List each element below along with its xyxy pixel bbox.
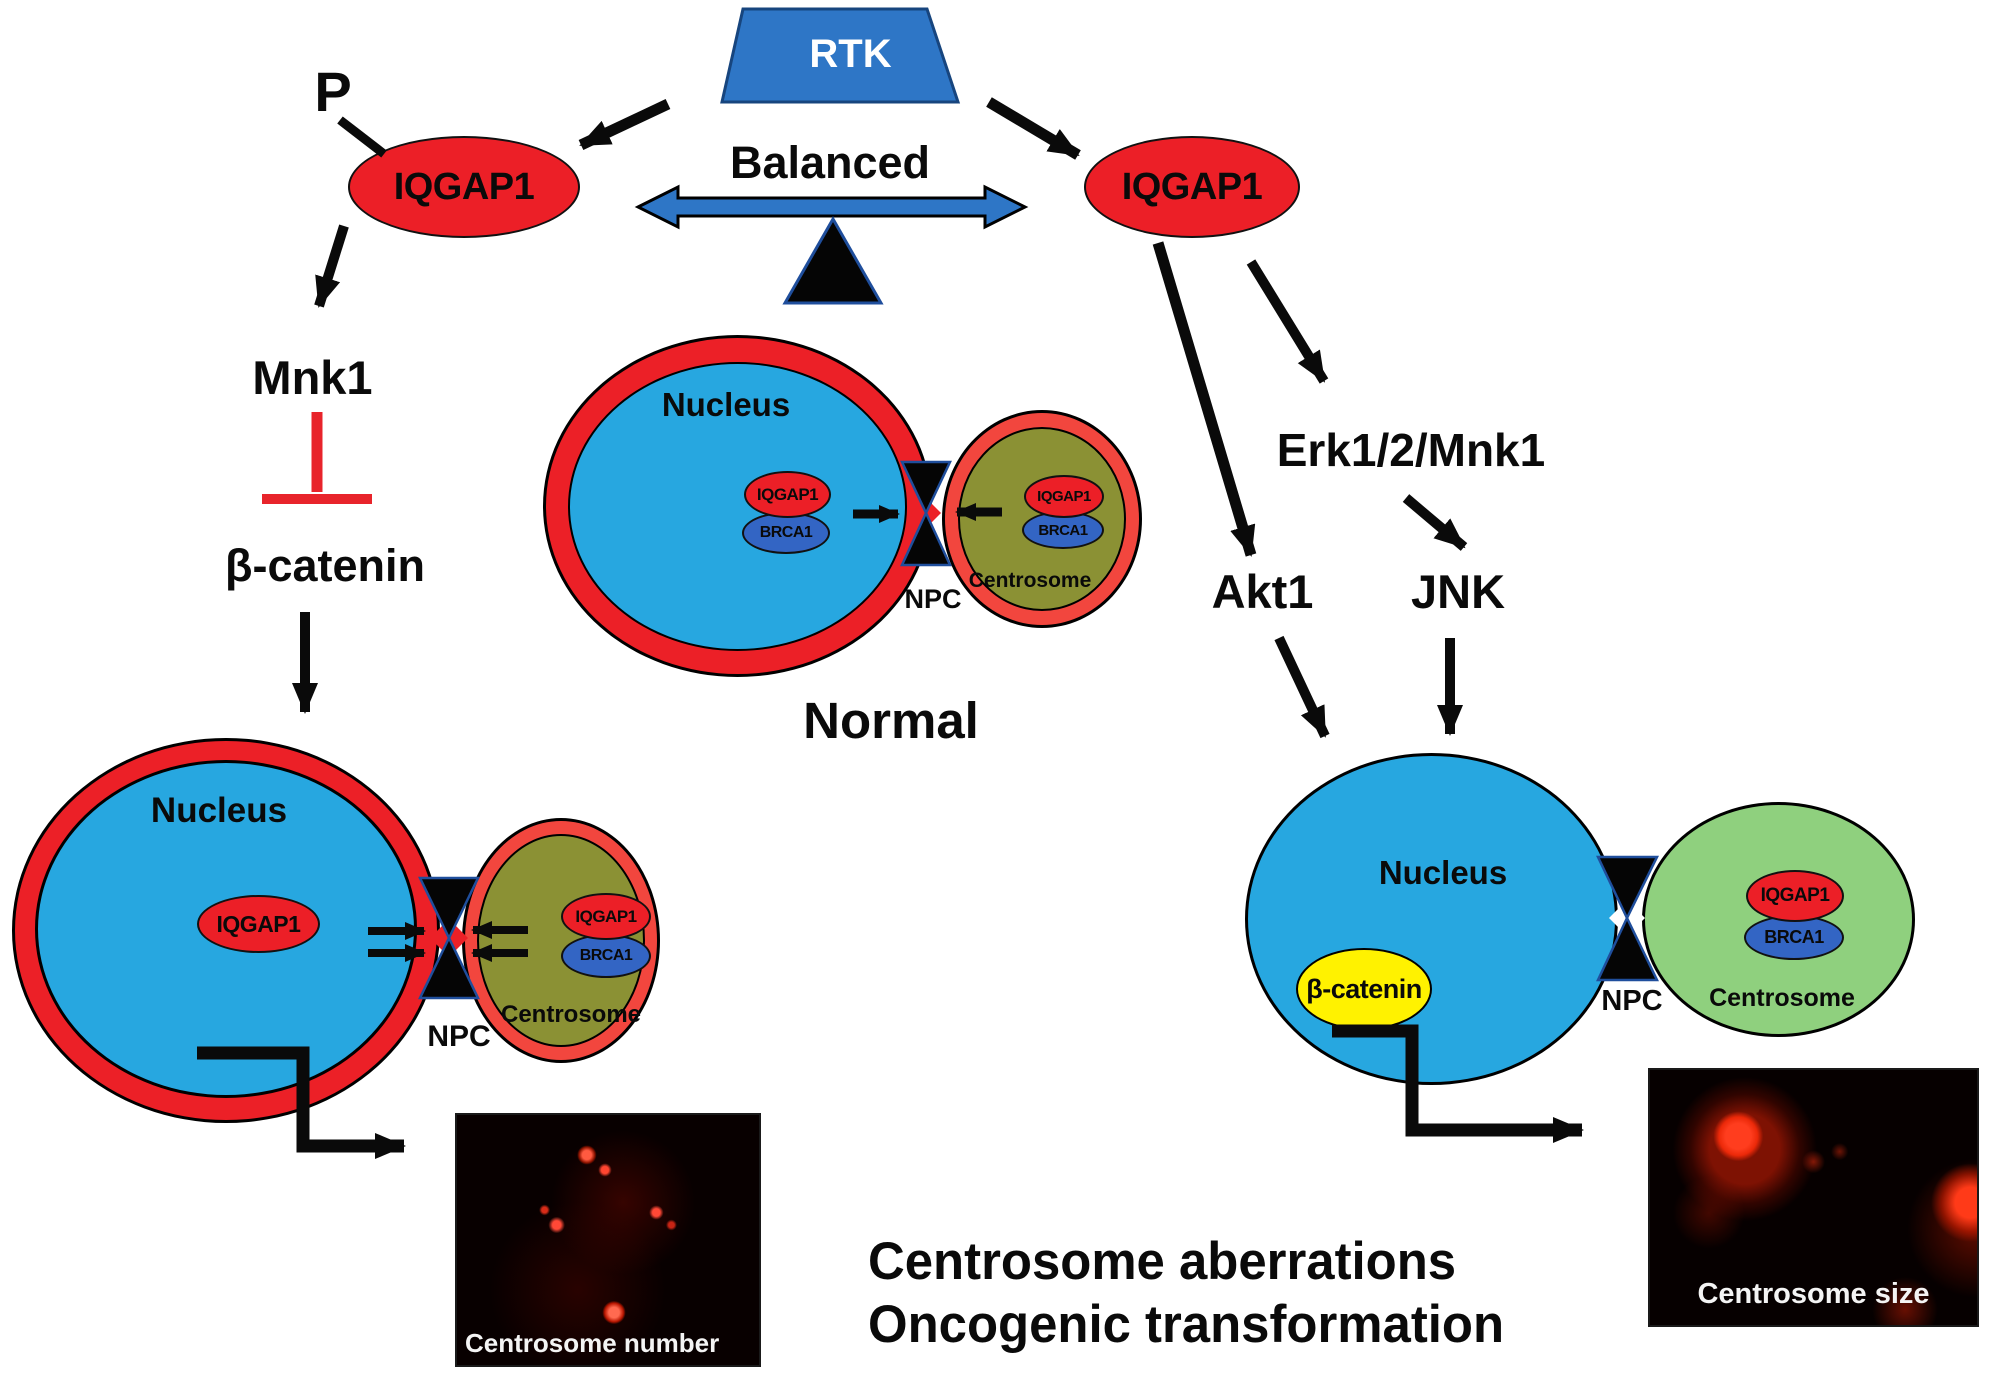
left-centrosome-iqgap1-label: IQGAP1 xyxy=(575,906,637,926)
jnk-label: JNK xyxy=(1410,565,1506,618)
right-centrosome-brca1: BRCA1 xyxy=(1744,915,1844,960)
akt1-to-nucleus-arrow xyxy=(1274,635,1330,739)
erk-to-jnk-arrow xyxy=(1402,494,1468,551)
right-nucleus-label: Nucleus xyxy=(1378,854,1508,891)
left-centrosome-label: Centrosome xyxy=(500,1001,642,1028)
erk-label: Erk1/2/Mnk1 xyxy=(1276,424,1546,476)
normal-caption: Normal xyxy=(803,692,979,749)
normal-centrosome-interior xyxy=(958,427,1126,611)
normal-nucleus-envelope xyxy=(543,335,932,677)
rtk-to-left-iqgap1-arrow xyxy=(578,99,671,150)
centrosome-number-caption: Centrosome number xyxy=(465,1328,720,1358)
normal-nucleus-label: Nucleus xyxy=(661,386,791,423)
centrosome-size-caption: Centrosome size xyxy=(1697,1278,1930,1310)
iqgap1-node-right: IQGAP1 xyxy=(1084,136,1300,238)
normal-npc-label: NPC xyxy=(904,584,962,614)
phospho-connector-line xyxy=(337,116,387,158)
iqgap1-node-left-label: IQGAP1 xyxy=(393,165,535,208)
balanced-label: Balanced xyxy=(729,137,931,188)
centrosome-size-micrograph: Centrosome size xyxy=(1648,1068,1979,1327)
normal-nucleus-interior xyxy=(568,362,907,651)
normal-centrosome-label: Centrosome xyxy=(968,569,1092,592)
rtk-label: RTK xyxy=(809,32,892,76)
left-npc-label: NPC xyxy=(427,1020,491,1053)
balance-beam-arrow xyxy=(634,184,1029,230)
normal-nucleus-brca1-label: BRCA1 xyxy=(759,524,813,541)
outcome-line1: Centrosome aberrations xyxy=(868,1232,1457,1291)
right-centrosome-label: Centrosome xyxy=(1709,984,1855,1012)
normal-centrosome-iqgap1: IQGAP1 xyxy=(1024,475,1104,518)
normal-nucleus-iqgap1: IQGAP1 xyxy=(744,471,831,518)
left-nucleus-label: Nucleus xyxy=(150,791,288,830)
left-centrosome-iqgap1: IQGAP1 xyxy=(561,893,651,940)
right-npc-label: NPC xyxy=(1601,985,1663,1017)
iqgap1-node-right-label: IQGAP1 xyxy=(1121,165,1263,208)
phospho-label: P xyxy=(314,60,352,123)
right-nucleus xyxy=(1245,753,1618,1085)
akt1-label: Akt1 xyxy=(1211,565,1314,618)
centrosome-number-micrograph: Centrosome number xyxy=(455,1113,761,1367)
iqgap1-to-akt1-arrow xyxy=(1152,241,1257,557)
left-nucleus-iqgap1: IQGAP1 xyxy=(197,895,320,953)
rtk-to-right-iqgap1-arrow xyxy=(986,97,1081,160)
beta-catenin-node-label: β-catenin xyxy=(1306,973,1422,1004)
mnk1-label: Mnk1 xyxy=(252,351,373,404)
iqgap1-to-mnk1-arrow xyxy=(314,224,349,308)
normal-nucleus-brca1: BRCA1 xyxy=(742,512,830,554)
left-nucleus-iqgap1-label: IQGAP1 xyxy=(216,910,301,937)
normal-nucleus-iqgap1-label: IQGAP1 xyxy=(756,484,819,504)
balance-fulcrum-triangle xyxy=(782,215,884,305)
outcome-line2: Oncogenic transformation xyxy=(868,1295,1505,1354)
normal-centrosome-iqgap1-label: IQGAP1 xyxy=(1037,488,1091,505)
iqgap1-to-erk-arrow xyxy=(1246,259,1329,384)
right-centrosome-iqgap1: IQGAP1 xyxy=(1746,870,1844,922)
beta-catenin-node: β-catenin xyxy=(1296,948,1432,1030)
beta-catenin-pathway-label: β-catenin xyxy=(225,540,425,591)
left-centrosome-brca1: BRCA1 xyxy=(561,934,651,978)
left-centrosome-brca1-label: BRCA1 xyxy=(579,947,633,964)
normal-centrosome-brca1-label: BRCA1 xyxy=(1038,521,1088,539)
right-centrosome-iqgap1-label: IQGAP1 xyxy=(1760,885,1830,906)
right-centrosome-brca1-label: BRCA1 xyxy=(1764,927,1824,947)
iqgap1-node-left: IQGAP1 xyxy=(348,136,580,238)
